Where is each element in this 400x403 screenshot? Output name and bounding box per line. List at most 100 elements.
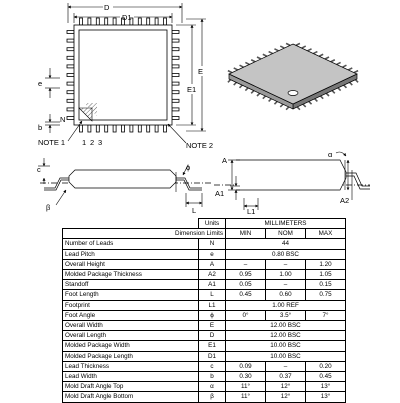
lead xyxy=(137,17,142,26)
dimension-nom: – xyxy=(265,279,306,291)
lead xyxy=(95,17,100,26)
pin-2-label: 2 xyxy=(90,138,94,147)
dimension-nom: 12° xyxy=(265,381,306,393)
dim-label-lead-thickness: c xyxy=(37,165,41,174)
dim-label-d: D xyxy=(104,3,110,12)
dimension-min: 0.05 xyxy=(225,279,266,291)
lead xyxy=(66,30,75,34)
dimensions-table: Units MILLIMETERS Dimension Limits MIN N… xyxy=(62,217,346,403)
package-inner-outline xyxy=(78,29,168,121)
lead xyxy=(268,50,273,55)
top-view xyxy=(66,17,180,133)
lead xyxy=(146,124,151,133)
lead xyxy=(171,98,180,103)
dimension-name: Molded Package Width xyxy=(62,340,199,352)
dimension-name: Foot Angle xyxy=(62,309,199,322)
dim-label-package-thickness: A2 xyxy=(340,196,349,205)
lead xyxy=(129,124,134,133)
dimension-value: 10.00 BSC xyxy=(225,350,346,362)
pin-count-label: N xyxy=(60,115,65,124)
dimension-symbol: c xyxy=(198,360,226,373)
detail-view xyxy=(214,159,370,191)
dimension-value: 12.00 BSC xyxy=(225,320,346,332)
dimension-symbol: b xyxy=(198,371,226,383)
dim-label-standoff: A1 xyxy=(215,189,224,198)
lead xyxy=(274,48,279,52)
lead xyxy=(324,56,330,60)
dimension-name: Number of Leads xyxy=(62,238,199,250)
dimension-min: 0.30 xyxy=(225,371,266,383)
dimension-value: 12.00 BSC xyxy=(225,330,346,342)
dim-label-mold-draft-top: α xyxy=(328,150,333,159)
lead xyxy=(66,90,75,95)
dim-label-e: E xyxy=(198,67,203,76)
dimension-name: Lead Thickness xyxy=(62,360,199,373)
lead xyxy=(171,55,180,60)
dimension-symbol: β xyxy=(198,391,226,403)
dimension-name: Mold Draft Angle Bottom xyxy=(62,391,199,403)
lead xyxy=(330,59,336,63)
dimension-max: 0.75 xyxy=(305,289,346,301)
dimension-nom: – xyxy=(265,258,306,271)
lead xyxy=(66,64,75,69)
lead xyxy=(227,69,233,74)
lead xyxy=(112,17,117,26)
dimension-min: 0.45 xyxy=(225,289,266,301)
dimension-name: Mold Draft Angle Top xyxy=(62,381,199,393)
dimension-nom: 0.60 xyxy=(265,289,306,301)
dimension-name: Footprint xyxy=(62,299,199,311)
units-label: Units xyxy=(198,217,226,230)
lead xyxy=(171,30,180,34)
lead xyxy=(233,67,239,71)
lead xyxy=(318,53,324,57)
lead xyxy=(163,17,167,26)
dimension-max: 0.45 xyxy=(305,371,346,383)
lead xyxy=(112,124,117,133)
pin-3-label: 3 xyxy=(98,138,102,147)
lead xyxy=(87,124,92,133)
dimension-value: 10.00 BSC xyxy=(225,340,346,352)
dim-label-lead-width: b xyxy=(38,123,42,132)
lead xyxy=(66,47,75,52)
lead xyxy=(301,45,307,49)
lead xyxy=(66,98,75,103)
lead xyxy=(171,38,180,43)
lead xyxy=(262,53,268,57)
dim-label-mold-draft-bottom: β xyxy=(46,203,51,212)
dimension-symbol: A1 xyxy=(198,279,226,291)
dimension-symbol: D xyxy=(198,330,226,342)
lead xyxy=(79,17,83,26)
dimension-max: 7° xyxy=(305,309,346,322)
lead xyxy=(250,59,256,63)
lead xyxy=(295,42,301,47)
dimension-nom: 1.00 xyxy=(265,269,306,281)
dimension-min: 0° xyxy=(225,309,266,322)
lead xyxy=(245,61,250,66)
dimension-symbol: A xyxy=(198,258,226,271)
dimension-symbol: D1 xyxy=(198,350,226,362)
dimension-symbol: A2 xyxy=(198,269,226,281)
dimension-name: Overall Width xyxy=(62,320,199,332)
lead xyxy=(239,64,244,68)
lead xyxy=(171,90,180,95)
lead xyxy=(66,73,75,77)
lead xyxy=(313,50,318,55)
lead xyxy=(87,17,92,26)
col-max-header: MAX xyxy=(305,228,346,240)
lead xyxy=(336,61,341,66)
lead xyxy=(137,124,142,133)
dimension-min: 11° xyxy=(225,391,266,403)
lead xyxy=(347,67,353,71)
lead xyxy=(66,38,75,43)
lead xyxy=(154,17,159,26)
dimension-symbol: L1 xyxy=(198,299,226,311)
dimension-name: Standoff xyxy=(62,279,199,291)
